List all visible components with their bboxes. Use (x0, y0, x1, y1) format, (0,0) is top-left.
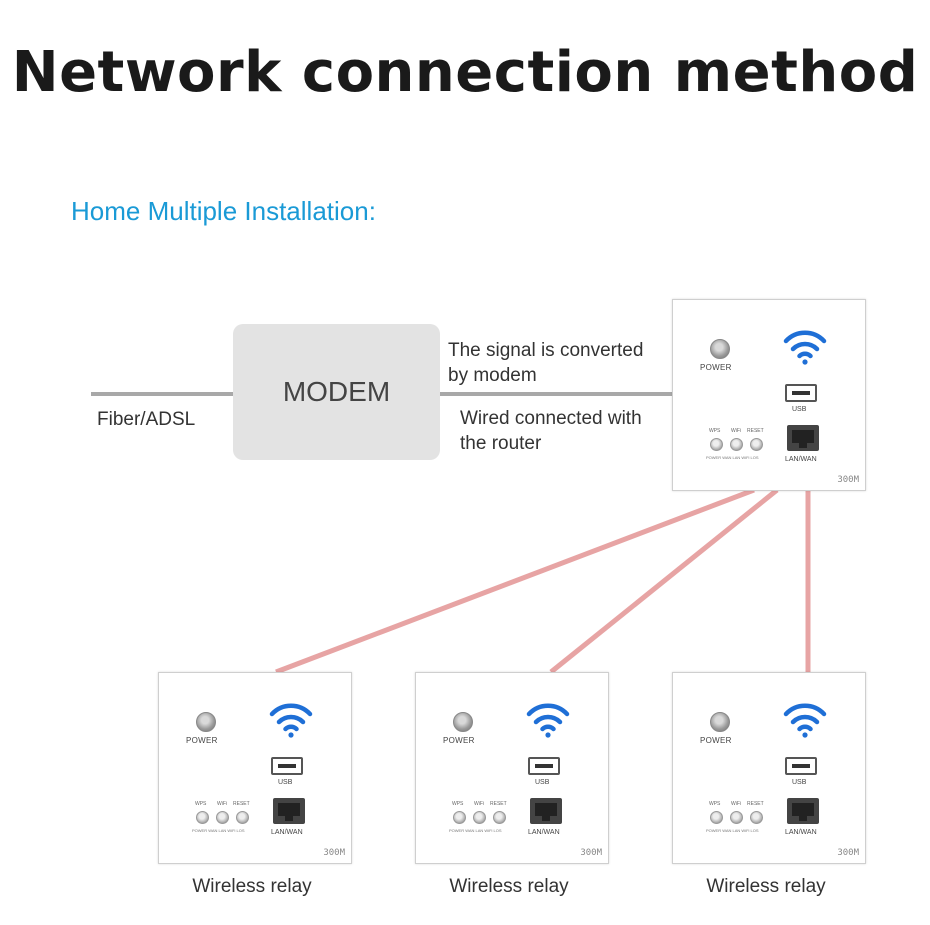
relay-line-2 (549, 488, 779, 674)
lan-label: LAN/WAN (271, 829, 303, 836)
ethernet-port-icon (787, 798, 819, 824)
section-subtitle: Home Multiple Installation: (71, 196, 376, 226)
usb-port-icon (528, 757, 560, 775)
wps-label: WPS (195, 801, 207, 807)
lan-label: LAN/WAN (528, 829, 560, 836)
wps-button (710, 438, 723, 451)
wifi-label: WiFi (217, 801, 227, 807)
wifi-button (473, 811, 486, 824)
fiber-label: Fiber/ADSL (97, 409, 196, 430)
wired-note-line-1: Wired connected with (460, 408, 642, 429)
power-button (710, 339, 730, 359)
power-button (453, 712, 473, 732)
indicator-labels: POWER WAN LAN WiFi LOS (192, 828, 245, 833)
wifi-button (216, 811, 229, 824)
lan-label: LAN/WAN (785, 456, 817, 463)
usb-port-icon (271, 757, 303, 775)
wifi-icon (783, 703, 827, 738)
relay-caption-1: Wireless relay (192, 876, 312, 897)
usb-label: USB (535, 779, 550, 786)
wps-label: WPS (452, 801, 464, 807)
model-label: 300M (837, 848, 859, 858)
modem-label: MODEM (282, 376, 391, 407)
indicator-labels: POWER WAN LAN WiFi LOS (449, 828, 502, 833)
relay-panel-2: POWER USB WPS WiFi RESET POWER WAN LAN W… (415, 672, 609, 864)
wifi-icon (783, 330, 827, 365)
signal-note-line-2: by modem (448, 365, 537, 386)
relay-panel-3: POWER USB WPS WiFi RESET POWER WAN LAN W… (672, 672, 866, 864)
reset-button (236, 811, 249, 824)
wifi-icon (526, 703, 570, 738)
indicator-labels: POWER WAN LAN WiFi LOS (706, 828, 759, 833)
indicator-labels: POWER WAN LAN WiFi LOS (706, 455, 759, 460)
reset-button (750, 811, 763, 824)
usb-label: USB (278, 779, 293, 786)
reset-label: RESET (233, 801, 250, 807)
signal-note-line-1: The signal is converted (448, 340, 644, 361)
relay-line-1 (275, 487, 755, 675)
model-label: 300M (837, 475, 859, 485)
usb-label: USB (792, 779, 807, 786)
wired-note-line-2: the router (460, 433, 542, 454)
power-button (196, 712, 216, 732)
lan-label: LAN/WAN (785, 829, 817, 836)
modem-box: MODEM (233, 324, 440, 460)
ethernet-port-icon (787, 425, 819, 451)
wifi-icon (269, 703, 313, 738)
wifi-button (730, 811, 743, 824)
power-label: POWER (700, 736, 732, 745)
ethernet-port-icon (273, 798, 305, 824)
wifi-label: WiFi (731, 801, 741, 807)
usb-port-icon (785, 757, 817, 775)
router-panel: POWER USB WPS WiFi RESET POWER WAN LAN W… (672, 299, 866, 491)
reset-button (493, 811, 506, 824)
relay-caption-3: Wireless relay (706, 876, 826, 897)
relay-caption-2: Wireless relay (449, 876, 569, 897)
wifi-button (730, 438, 743, 451)
power-label: POWER (186, 736, 218, 745)
reset-label: RESET (490, 801, 507, 807)
wps-button (196, 811, 209, 824)
reset-button (750, 438, 763, 451)
wifi-label: WiFi (731, 428, 741, 434)
reset-label: RESET (747, 801, 764, 807)
wps-button (453, 811, 466, 824)
usb-label: USB (792, 406, 807, 413)
wifi-label: WiFi (474, 801, 484, 807)
page-title: Network connection method (11, 40, 919, 105)
power-label: POWER (443, 736, 475, 745)
wps-label: WPS (709, 428, 721, 434)
reset-label: RESET (747, 428, 764, 434)
wps-button (710, 811, 723, 824)
wps-label: WPS (709, 801, 721, 807)
model-label: 300M (323, 848, 345, 858)
model-label: 300M (580, 848, 602, 858)
usb-port-icon (785, 384, 817, 402)
power-button (710, 712, 730, 732)
power-label: POWER (700, 363, 732, 372)
relay-panel-1: POWER USB WPS WiFi RESET POWER WAN LAN W… (158, 672, 352, 864)
ethernet-port-icon (530, 798, 562, 824)
